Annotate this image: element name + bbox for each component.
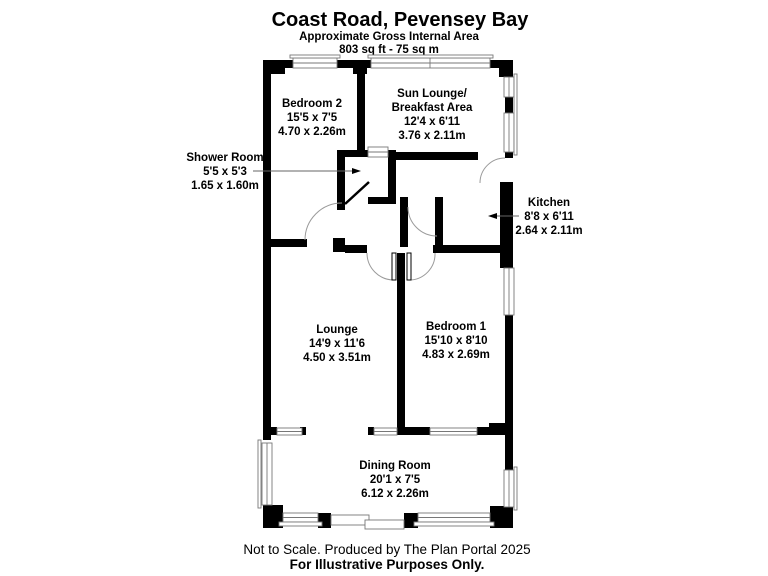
window-sill [513, 73, 518, 156]
wall-segment [477, 427, 505, 435]
room-dim-imperial: 20'1 x 7'5 [370, 474, 421, 486]
entrance-recess-step [330, 514, 370, 526]
room-dim-metric: 3.76 x 2.11m [398, 130, 465, 142]
door-arc-lounge-left [366, 252, 395, 281]
wall-hall-mid [345, 245, 367, 253]
arrowhead-kitchen [488, 213, 497, 219]
wall-divider-lounge-bed1 [397, 253, 405, 435]
wall-corner [499, 60, 513, 77]
arrowhead-shower [352, 168, 361, 174]
room-label-shower-room: Shower Room 5'5 x 5'3 1.65 x 1.60m [186, 152, 263, 192]
room-name: Lounge [316, 324, 358, 336]
room-label-dining-room: Dining Room 20'1 x 7'5 6.12 x 2.26m [359, 460, 431, 500]
wall-shower-top [337, 150, 368, 157]
door-leaf-shower [344, 181, 370, 205]
door-leaf [391, 252, 397, 281]
page-title: Coast Road, Pevensey Bay [272, 9, 530, 31]
wall-segment [263, 60, 271, 440]
footer-illustrative: For Illustrative Purposes Only. [290, 557, 485, 572]
room-dim-imperial: 15'5 x 7'5 [287, 112, 338, 124]
window-sill [413, 521, 495, 527]
windows [257, 54, 518, 530]
room-name: Kitchen [528, 197, 570, 209]
door-arc-kitchen-hall [407, 206, 438, 237]
entrance-recess-step [364, 519, 405, 530]
door-arc-sunlounge-kitchen [479, 157, 506, 184]
subtitle-area: Approximate Gross Internal Area [299, 31, 479, 43]
window-sill [257, 439, 262, 509]
wall-segment [505, 150, 513, 158]
wall-shower-bottom [368, 197, 396, 204]
room-dim-metric: 4.70 x 2.26m [278, 126, 346, 138]
leader-lines [253, 168, 519, 219]
wall-divider-bed2-sunlounge [357, 60, 365, 152]
wall-corner [263, 505, 283, 528]
wall-hall-left [263, 239, 307, 247]
door-arc-lounge-right [408, 252, 436, 281]
wall-post [300, 427, 306, 435]
room-label-lounge: Lounge 14'9 x 11'6 4.50 x 3.51m [303, 324, 371, 364]
wall-post [368, 427, 374, 435]
room-dim-metric: 1.65 x 1.60m [191, 180, 259, 192]
room-name: Sun Lounge/ [397, 88, 467, 100]
wall-stub-hall [400, 197, 408, 247]
room-name: Bedroom 1 [426, 321, 487, 333]
room-dim-metric: 2.64 x 2.11m [515, 225, 582, 237]
wall-segment [263, 427, 277, 435]
room-name: Bedroom 2 [282, 98, 342, 110]
wall-corner [490, 506, 513, 528]
wall-segment [505, 315, 513, 423]
footer: Not to Scale. Produced by The Plan Porta… [243, 542, 530, 572]
wall-segment [505, 97, 513, 113]
room-label-bedroom1: Bedroom 1 15'10 x 8'10 4.83 x 2.69m [422, 321, 490, 361]
room-label-bedroom2: Bedroom 2 15'5 x 7'5 4.70 x 2.26m [278, 98, 346, 138]
room-dim-imperial: 5'5 x 5'3 [203, 166, 247, 178]
window-sill [513, 466, 518, 511]
wall-hall-right [433, 245, 505, 253]
header: Coast Road, Pevensey Bay Approximate Gro… [272, 9, 530, 56]
doors [304, 157, 506, 281]
room-labels: Bedroom 2 15'5 x 7'5 4.70 x 2.26m Sun Lo… [186, 88, 582, 500]
wall-segment [505, 423, 513, 470]
room-label-kitchen: Kitchen 8'8 x 6'11 2.64 x 2.11m [515, 197, 582, 237]
door-arc-bedroom2 [304, 202, 343, 241]
room-name: Dining Room [359, 460, 431, 472]
door-leaf [406, 252, 412, 281]
window-sill [367, 54, 494, 59]
wall-shower-right [388, 150, 396, 204]
room-dim-metric: 4.83 x 2.69m [422, 349, 490, 361]
room-dim-imperial: 12'4 x 6'11 [404, 116, 461, 128]
room-dim-imperial: 14'9 x 11'6 [309, 338, 365, 350]
room-dim-metric: 4.50 x 3.51m [303, 352, 371, 364]
room-label-sun-lounge: Sun Lounge/ Breakfast Area 12'4 x 6'11 3… [392, 88, 473, 142]
room-name: Shower Room [186, 152, 263, 164]
window-sill [278, 521, 323, 527]
wall-segment-kitchen-right [500, 182, 513, 268]
room-dim-imperial: 8'8 x 6'11 [524, 211, 574, 223]
room-dim-imperial: 15'10 x 8'10 [424, 335, 487, 347]
wall-shower-left [337, 150, 345, 210]
wall-kitchen-left [435, 197, 443, 253]
room-dim-metric: 6.12 x 2.26m [361, 488, 429, 500]
footer-disclaimer: Not to Scale. Produced by The Plan Porta… [243, 542, 530, 557]
room-name: Breakfast Area [392, 102, 473, 114]
wall-sunlounge-bottom [388, 152, 478, 160]
wall-post [333, 238, 345, 252]
subtitle-size: 803 sq ft - 75 sq m [339, 44, 439, 56]
wall-segment [397, 427, 430, 435]
window-sill [289, 54, 341, 59]
